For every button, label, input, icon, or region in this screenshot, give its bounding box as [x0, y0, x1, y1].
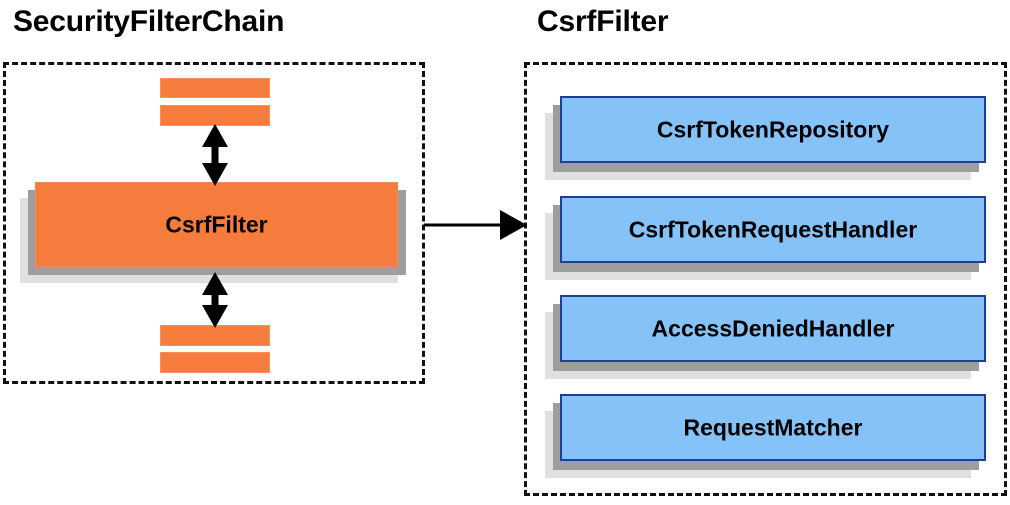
- collaborator-card-face: CsrfTokenRepository: [560, 96, 986, 163]
- security-filter-chain-panel: [3, 62, 425, 384]
- filter-bar-above-2: [160, 105, 270, 126]
- collaborator-card-face: AccessDeniedHandler: [560, 295, 986, 362]
- collaborator-card-label: AccessDeniedHandler: [651, 315, 895, 341]
- csrf-filter-box-face: CsrfFilter: [35, 182, 398, 267]
- filter-bar-below-1: [160, 325, 270, 346]
- collaborator-card-label: CsrfTokenRequestHandler: [628, 216, 918, 242]
- collaborator-card-label: CsrfTokenRepository: [656, 116, 890, 142]
- collaborator-card-access-denied-handler: AccessDeniedHandler: [545, 295, 986, 379]
- filter-bar-above-1: [160, 78, 270, 98]
- csrf-filter-box-label: CsrfFilter: [165, 211, 268, 237]
- filter-bar-below-2: [160, 352, 270, 373]
- security-filter-chain-title: SecurityFilterChain: [13, 5, 285, 38]
- collaborator-card-csrf-token-request-handler: CsrfTokenRequestHandler: [545, 196, 986, 280]
- collaborator-card-face: RequestMatcher: [560, 394, 986, 461]
- csrf-filter-detail-panel: [524, 62, 1007, 496]
- collaborator-card-face: CsrfTokenRequestHandler: [560, 196, 986, 263]
- csrf-filter-box: CsrfFilter: [20, 182, 413, 283]
- collaborator-card-csrf-token-repository: CsrfTokenRepository: [545, 96, 986, 180]
- csrf-filter-expansion-arrow-icon: [424, 210, 527, 240]
- csrf-filter-title: CsrfFilter: [537, 5, 669, 38]
- collaborator-card-label: RequestMatcher: [683, 414, 863, 440]
- collaborator-card-request-matcher: RequestMatcher: [545, 394, 986, 478]
